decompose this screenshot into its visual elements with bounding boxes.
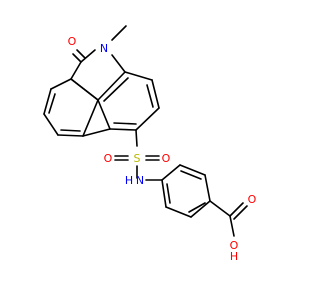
bond-c-c [70,61,82,80]
bond-c-o-double [72,53,82,63]
h-hydroxyl-label: H [230,250,238,263]
bond-c-o-double [229,202,244,217]
atom-labels: N O O S O N H O O H [68,35,257,263]
molecule-diagram: N O O S O N H O O H [43,25,257,263]
bond-ring-inner [180,170,202,180]
bond-ring-inner [113,122,137,125]
bond-c-n [80,49,96,63]
bond-ring-inner [60,129,81,132]
structure-svg: N O O S O N H O O H [43,25,257,263]
bond-ring [82,99,99,137]
bond-ring [124,71,153,81]
o-sulfonyl-left-label: O [104,152,113,165]
bond-n-methyl [111,25,127,41]
bond-c-o-double [233,205,248,220]
bond-lines [43,25,248,237]
bond-c-o-double [76,49,86,59]
s-sulfonyl-label: S [134,152,141,165]
n-ring-label: N [100,42,108,55]
bond-ring-inner [166,183,171,204]
bond-ring-inner [103,77,129,102]
bond-ring [165,206,192,218]
o-sulfonyl-right-label: O [162,152,171,165]
o-lactam-label: O [68,35,77,48]
bond-ring [82,128,111,137]
bond-n-c [111,54,126,73]
n-sulfonamide-label: N [136,174,144,187]
bond-ring [161,179,167,208]
bond-c-o [229,215,235,237]
bond-ring [43,88,52,115]
bond-ring [97,99,111,130]
bond-ring [190,200,211,218]
bond-c-s [135,129,138,147]
bond-ring-inner [146,84,154,108]
bond-ring [109,128,137,131]
bond-ring [43,113,59,136]
bond-ring [204,174,211,202]
bond-ring [179,164,206,176]
bond-ring-fusion [70,78,99,101]
o-carbonyl-label: O [248,193,257,206]
bond-c-c [209,200,231,217]
bond-ring [50,78,72,90]
bond-ring [151,79,160,109]
bond-ring [135,107,160,131]
bond-ring-inner [188,202,206,213]
bond-ring [161,164,181,181]
bond-ring [57,134,84,137]
bond-ring-inner [48,93,56,114]
bond-c-c [97,71,126,101]
h-sulfonamide-label: H [125,174,133,187]
o-hydroxyl-label: O [230,239,239,252]
